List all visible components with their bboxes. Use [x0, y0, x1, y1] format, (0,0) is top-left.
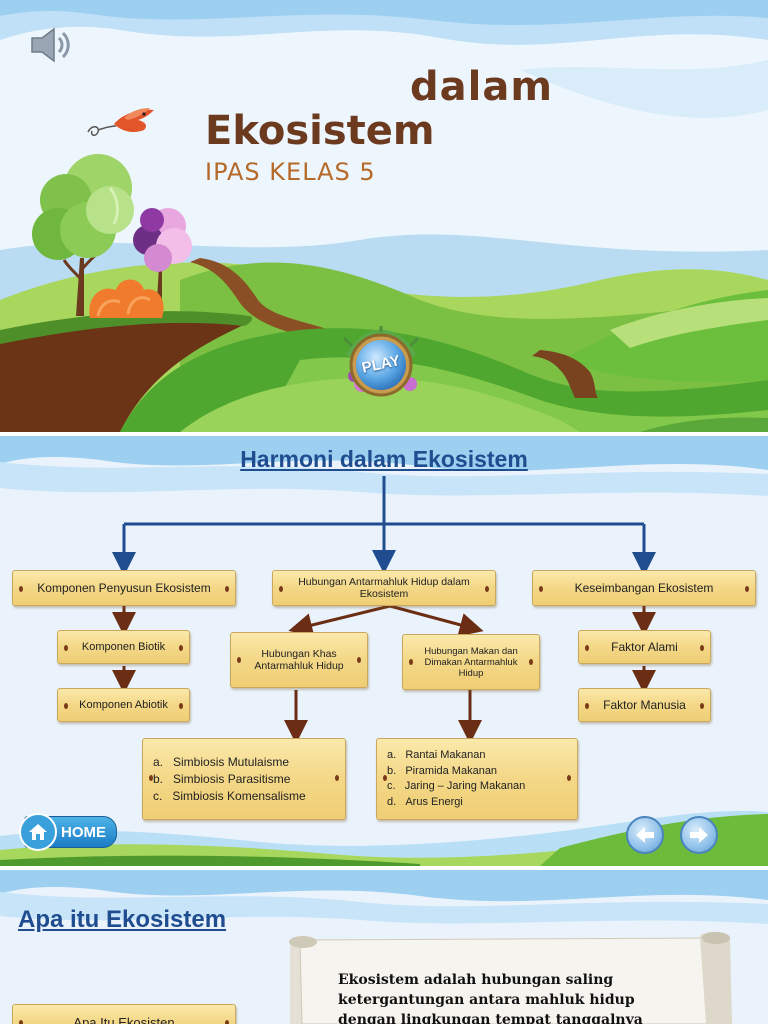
- node-faktor-manusia: Faktor Manusia: [578, 688, 711, 722]
- concept-map-slide: Harmoni dalam Ekosistem: [0, 436, 768, 866]
- home-icon: [19, 813, 57, 851]
- list-item: a. Simbiosis Mutulaisme: [153, 754, 290, 769]
- list-item: c. Simbiosis Komensalisme: [153, 788, 306, 803]
- play-button[interactable]: PLAY: [340, 326, 422, 404]
- home-button-label: HOME: [61, 823, 106, 841]
- next-slide-button[interactable]: [680, 816, 718, 854]
- node-simbiosis-list: a. Simbiosis Mutulaisme b. Simbiosis Par…: [142, 738, 346, 820]
- list-item: b. Simbiosis Parasitisme: [153, 771, 291, 786]
- node-hubungan-makan: Hubungan Makan dan Dimakan Antarmahluk H…: [402, 634, 540, 690]
- slide-separator: [0, 432, 768, 436]
- node-makanan-list: a. Rantai Makanan b. Piramida Makanan c.…: [376, 738, 578, 820]
- list-item: c. Jaring – Jaring Makanan: [387, 780, 526, 792]
- definition-slide-background: [0, 870, 768, 1024]
- node-hubungan-khas: Hubungan Khas Antarmahluk Hidup: [230, 632, 368, 688]
- definition-slide: Apa itu Ekosistem Apa Itu Ekosisten Ekos…: [0, 870, 768, 1024]
- definition-text: Ekosistem adalah hubungan saling keterga…: [338, 972, 643, 1024]
- concept-map-title: Harmoni dalam Ekosistem: [240, 446, 528, 472]
- node-komponen-biotik: Komponen Biotik: [57, 630, 190, 664]
- node-keseimbangan: Keseimbangan Ekosistem: [532, 570, 756, 606]
- apa-itu-board: Apa Itu Ekosisten: [12, 1004, 236, 1024]
- list-item: b. Piramida Makanan: [387, 764, 498, 777]
- title-line-1: dalam: [410, 64, 554, 110]
- prev-slide-button[interactable]: [626, 816, 664, 854]
- definition-title: Apa itu Ekosistem: [18, 906, 227, 933]
- play-button-frame-icon: [342, 326, 420, 397]
- arrow-right-icon: [690, 827, 708, 843]
- title-slide-background: [0, 0, 768, 432]
- arrow-left-icon: [636, 827, 654, 843]
- node-hubungan-antarmahluk: Hubungan Antarmahluk Hidup dalam Ekosist…: [272, 570, 496, 606]
- subtitle: IPAS KELAS 5: [205, 158, 376, 186]
- slide-separator: [0, 866, 768, 870]
- tree-illustration: [28, 148, 203, 327]
- bird-icon: [84, 104, 158, 144]
- title-slide: dalam Ekosistem IPAS KELAS 5 PLAY: [0, 0, 768, 432]
- node-komponen-abiotik: Komponen Abiotik: [57, 688, 190, 722]
- list-item: d. Arus Energi: [387, 795, 463, 808]
- concept-map-connectors: [112, 476, 656, 744]
- node-faktor-alami: Faktor Alami: [578, 630, 711, 664]
- home-button[interactable]: HOME: [19, 813, 117, 851]
- speaker-icon[interactable]: [28, 26, 72, 68]
- title-line-2: Ekosistem: [205, 108, 435, 154]
- node-komponen-penyusun: Komponen Penyusun Ekosistem: [12, 570, 236, 606]
- list-item: a. Rantai Makanan: [387, 749, 486, 761]
